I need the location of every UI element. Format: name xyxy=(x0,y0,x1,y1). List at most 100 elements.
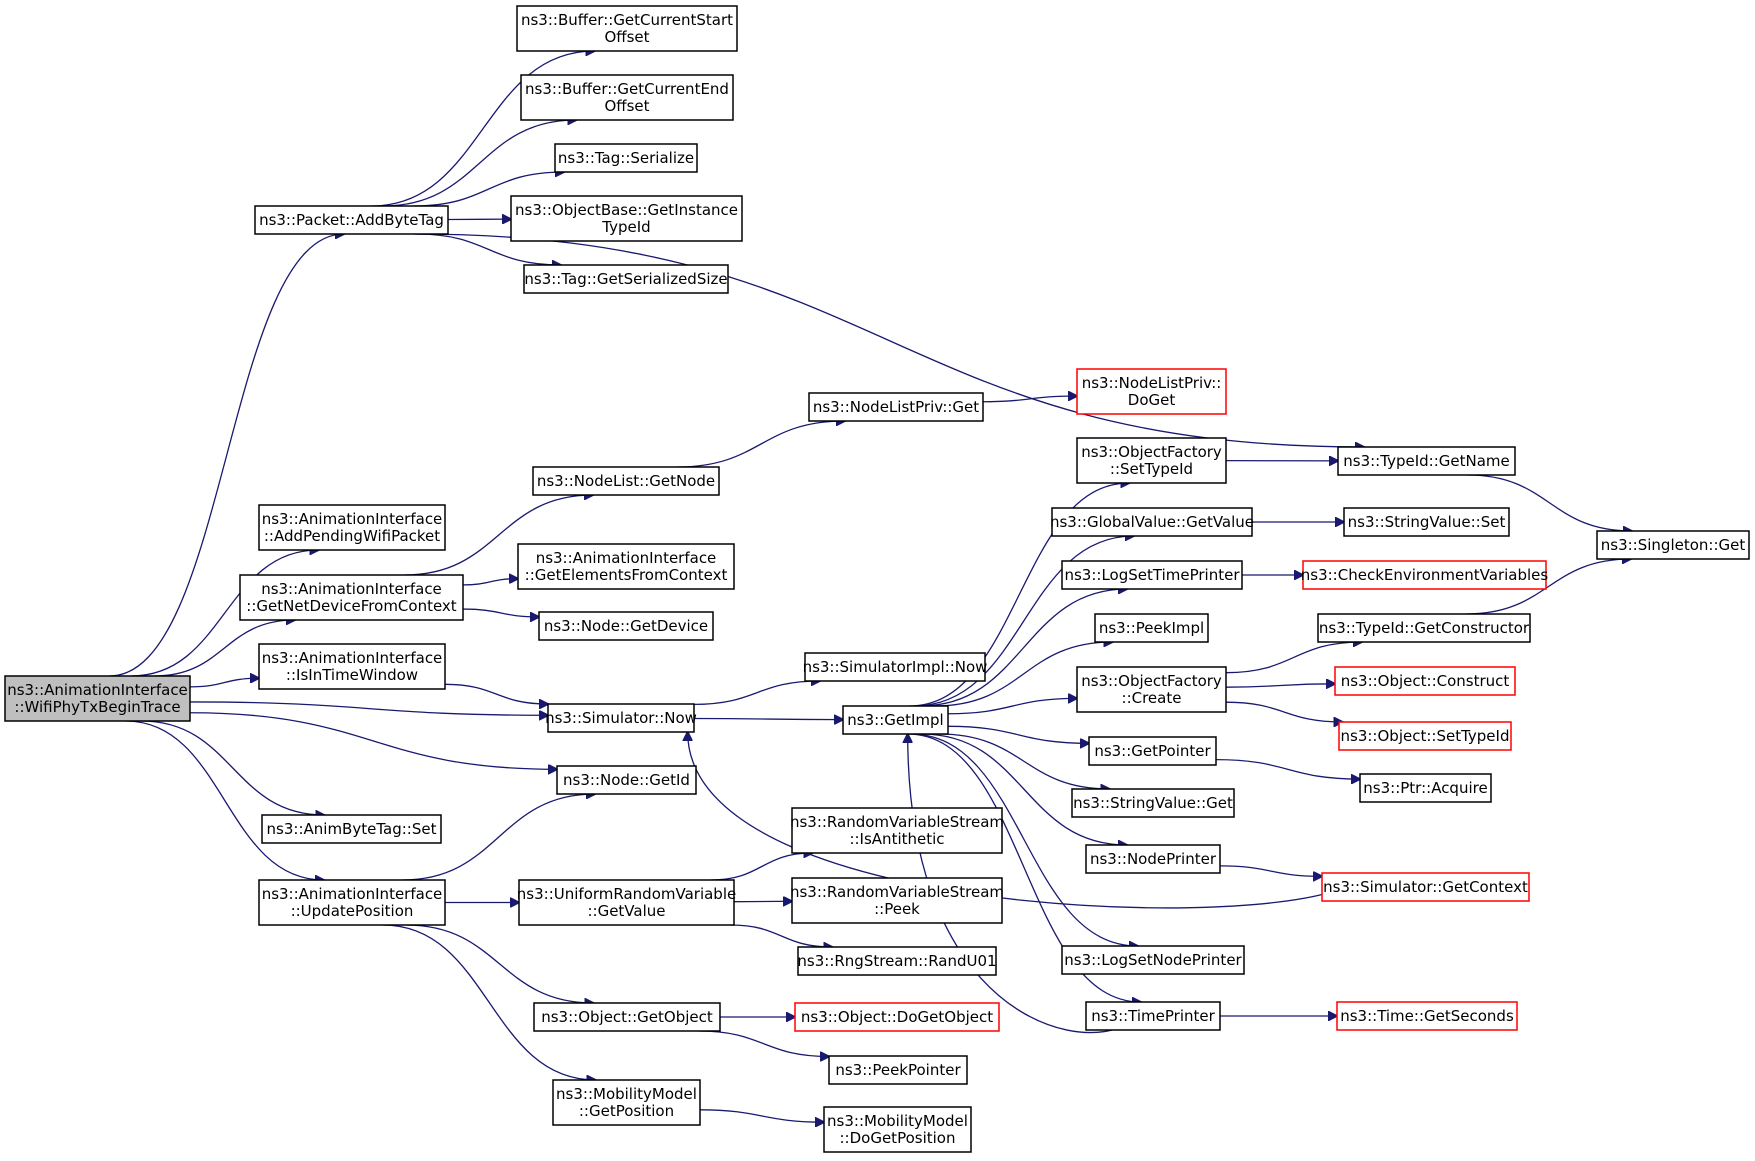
node-rng-rand[interactable]: ns3::RngStream::RandU01 xyxy=(797,946,997,976)
node-box xyxy=(828,1055,968,1085)
node-time-secs[interactable]: ns3::Time::GetSeconds xyxy=(1336,1001,1518,1031)
node-root[interactable]: ns3::AnimationInterface::WifiPhyTxBeginT… xyxy=(4,675,191,722)
node-box xyxy=(1051,507,1253,537)
node-label-line: ns3::StringValue::Set xyxy=(1348,513,1506,531)
node-mob-get-pos[interactable]: ns3::MobilityModel::GetPosition xyxy=(552,1079,701,1126)
node-label-line: ns3::RandomVariableStream xyxy=(790,813,1004,831)
node-label-line: ns3::AnimationInterface xyxy=(261,580,442,598)
node-sim-now[interactable]: ns3::Simulator::Now xyxy=(545,703,697,733)
node-label-line: ns3::GetPointer xyxy=(1094,742,1211,760)
node-box xyxy=(1596,530,1750,560)
node-label-line: ::UpdatePosition xyxy=(291,902,414,920)
node-obj-get-obj[interactable]: ns3::Object::GetObject xyxy=(533,1002,721,1032)
node-box xyxy=(1338,721,1512,751)
node-box xyxy=(1359,773,1492,803)
node-update-pos[interactable]: ns3::AnimationInterface::UpdatePosition xyxy=(258,879,446,926)
edge-get-impl-to-node-printer xyxy=(921,733,1127,845)
node-add-byte-tag[interactable]: ns3::Packet::AddByteTag xyxy=(254,205,449,235)
node-label-line: ::GetNetDeviceFromContext xyxy=(246,597,457,615)
node-typeid-ctor[interactable]: ns3::TypeId::GetConstructor xyxy=(1317,613,1531,643)
node-simimpl-now[interactable]: ns3::SimulatorImpl::Now xyxy=(803,652,988,682)
node-nlp-get[interactable]: ns3::NodeListPriv::Get xyxy=(808,392,984,422)
node-box xyxy=(1321,872,1530,902)
node-label-line: ::GetElementsFromContext xyxy=(525,566,728,584)
node-get-net-dev[interactable]: ns3::AnimationInterface::GetNetDeviceFro… xyxy=(239,574,464,621)
node-label-line: ns3::AnimationInterface xyxy=(262,885,443,903)
node-label-line: ns3::Object::DoGetObject xyxy=(801,1008,993,1026)
node-label-line: ns3::Object::SetTypeId xyxy=(1341,727,1510,745)
node-is-in-time[interactable]: ns3::AnimationInterface::IsInTimeWindow xyxy=(258,643,446,690)
node-obj-settype[interactable]: ns3::Object::SetTypeId xyxy=(1338,721,1512,751)
node-peek-ptr[interactable]: ns3::PeekPointer xyxy=(828,1055,968,1085)
node-box xyxy=(842,705,949,735)
node-obj-doget[interactable]: ns3::Object::DoGetObject xyxy=(794,1002,1000,1032)
node-label-line: ns3::CheckEnvironmentVariables xyxy=(1301,566,1549,584)
node-get-elems[interactable]: ns3::AnimationInterface::GetElementsFrom… xyxy=(517,543,735,590)
node-nodelist-get[interactable]: ns3::NodeList::GetNode xyxy=(532,466,720,496)
node-obj-construct[interactable]: ns3::Object::Construct xyxy=(1334,666,1516,696)
edge-root-to-add-byte-tag xyxy=(109,234,344,677)
node-get-impl[interactable]: ns3::GetImpl xyxy=(842,705,949,735)
node-node-get-dev[interactable]: ns3::Node::GetDevice xyxy=(538,611,714,641)
node-singleton[interactable]: ns3::Singleton::Get xyxy=(1596,530,1750,560)
node-of-settype[interactable]: ns3::ObjectFactory::SetTypeId xyxy=(1076,437,1227,484)
node-log-time[interactable]: ns3::LogSetTimePrinter xyxy=(1061,560,1243,590)
node-get-pointer[interactable]: ns3::GetPointer xyxy=(1088,736,1217,766)
edge-update-pos-to-mob-get-pos xyxy=(382,924,596,1080)
node-ptr-acquire[interactable]: ns3::Ptr::Acquire xyxy=(1359,773,1492,803)
node-label-line: ns3::Simulator::GetContext xyxy=(1323,878,1528,896)
node-label-line: ns3::Object::GetObject xyxy=(541,1008,713,1026)
node-tag-size[interactable]: ns3::Tag::GetSerializedSize xyxy=(523,264,729,294)
edge-of-create-to-obj-construct xyxy=(1225,684,1335,687)
node-log-node[interactable]: ns3::LogSetNodePrinter xyxy=(1061,945,1245,975)
node-label-line: ns3::AnimationInterface xyxy=(7,681,188,699)
node-rvs-anti[interactable]: ns3::RandomVariableStream::IsAntithetic xyxy=(790,807,1004,854)
node-label-line: ns3::LogSetNodePrinter xyxy=(1064,951,1242,969)
node-uniform-get[interactable]: ns3::UniformRandomVariable::GetValue xyxy=(517,879,736,926)
node-box xyxy=(533,1002,721,1032)
node-label-line: ns3::TimePrinter xyxy=(1091,1007,1215,1025)
edge-get-pointer-to-ptr-acquire xyxy=(1215,758,1360,780)
edge-nodelist-get-to-nlp-get xyxy=(677,421,845,468)
node-sv-set[interactable]: ns3::StringValue::Set xyxy=(1343,507,1510,537)
edge-update-pos-to-node-get-id xyxy=(402,794,595,881)
node-node-get-id[interactable]: ns3::Node::GetId xyxy=(556,765,697,795)
node-sv-get[interactable]: ns3::StringValue::Get xyxy=(1071,788,1235,818)
node-gv-get[interactable]: ns3::GlobalValue::GetValue xyxy=(1050,507,1254,537)
edge-add-byte-tag-to-buf-start xyxy=(371,51,595,207)
node-label-line: ns3::Singleton::Get xyxy=(1601,536,1746,554)
node-label-line: ns3::GetImpl xyxy=(847,711,943,729)
node-label-line: ns3::NodePrinter xyxy=(1090,850,1217,868)
edge-sim-now-to-simimpl-now xyxy=(693,681,820,706)
node-label-line: ns3::PeekImpl xyxy=(1099,619,1204,637)
node-box xyxy=(554,143,698,173)
node-label-line: ns3::Node::GetId xyxy=(563,771,690,789)
node-tag-serialize[interactable]: ns3::Tag::Serialize xyxy=(554,143,698,173)
node-anim-set[interactable]: ns3::AnimByteTag::Set xyxy=(261,814,442,844)
node-node-printer[interactable]: ns3::NodePrinter xyxy=(1085,844,1221,874)
edge-add-byte-tag-to-typeid-name xyxy=(413,233,1364,447)
node-label-line: ns3::Time::GetSeconds xyxy=(1340,1007,1514,1025)
node-rvs-peek[interactable]: ns3::RandomVariableStream::Peek xyxy=(790,877,1004,924)
node-box xyxy=(1337,446,1516,476)
node-add-pending[interactable]: ns3::AnimationInterface::AddPendingWifiP… xyxy=(258,504,446,551)
node-label-line: ns3::ObjectFactory xyxy=(1081,443,1222,461)
edge-sim-ctx-to-sim-now xyxy=(688,732,1360,909)
node-check-env[interactable]: ns3::CheckEnvironmentVariables xyxy=(1301,560,1549,590)
node-typeid-name[interactable]: ns3::TypeId::GetName xyxy=(1337,446,1516,476)
node-box xyxy=(808,392,984,422)
node-nlp-doget[interactable]: ns3::NodeListPriv::DoGet xyxy=(1076,368,1227,415)
node-peek-impl[interactable]: ns3::PeekImpl xyxy=(1094,613,1209,643)
node-box xyxy=(510,195,743,242)
node-label-line: ::Create xyxy=(1122,689,1182,707)
node-sim-ctx[interactable]: ns3::Simulator::GetContext xyxy=(1321,872,1530,902)
node-mob-doget[interactable]: ns3::MobilityModel::DoGetPosition xyxy=(823,1106,972,1153)
node-box xyxy=(1334,666,1516,696)
edge-add-byte-tag-to-buf-end xyxy=(382,120,576,207)
node-of-create[interactable]: ns3::ObjectFactory::Create xyxy=(1076,666,1227,713)
node-time-printer[interactable]: ns3::TimePrinter xyxy=(1085,1001,1221,1031)
node-box xyxy=(1088,736,1217,766)
